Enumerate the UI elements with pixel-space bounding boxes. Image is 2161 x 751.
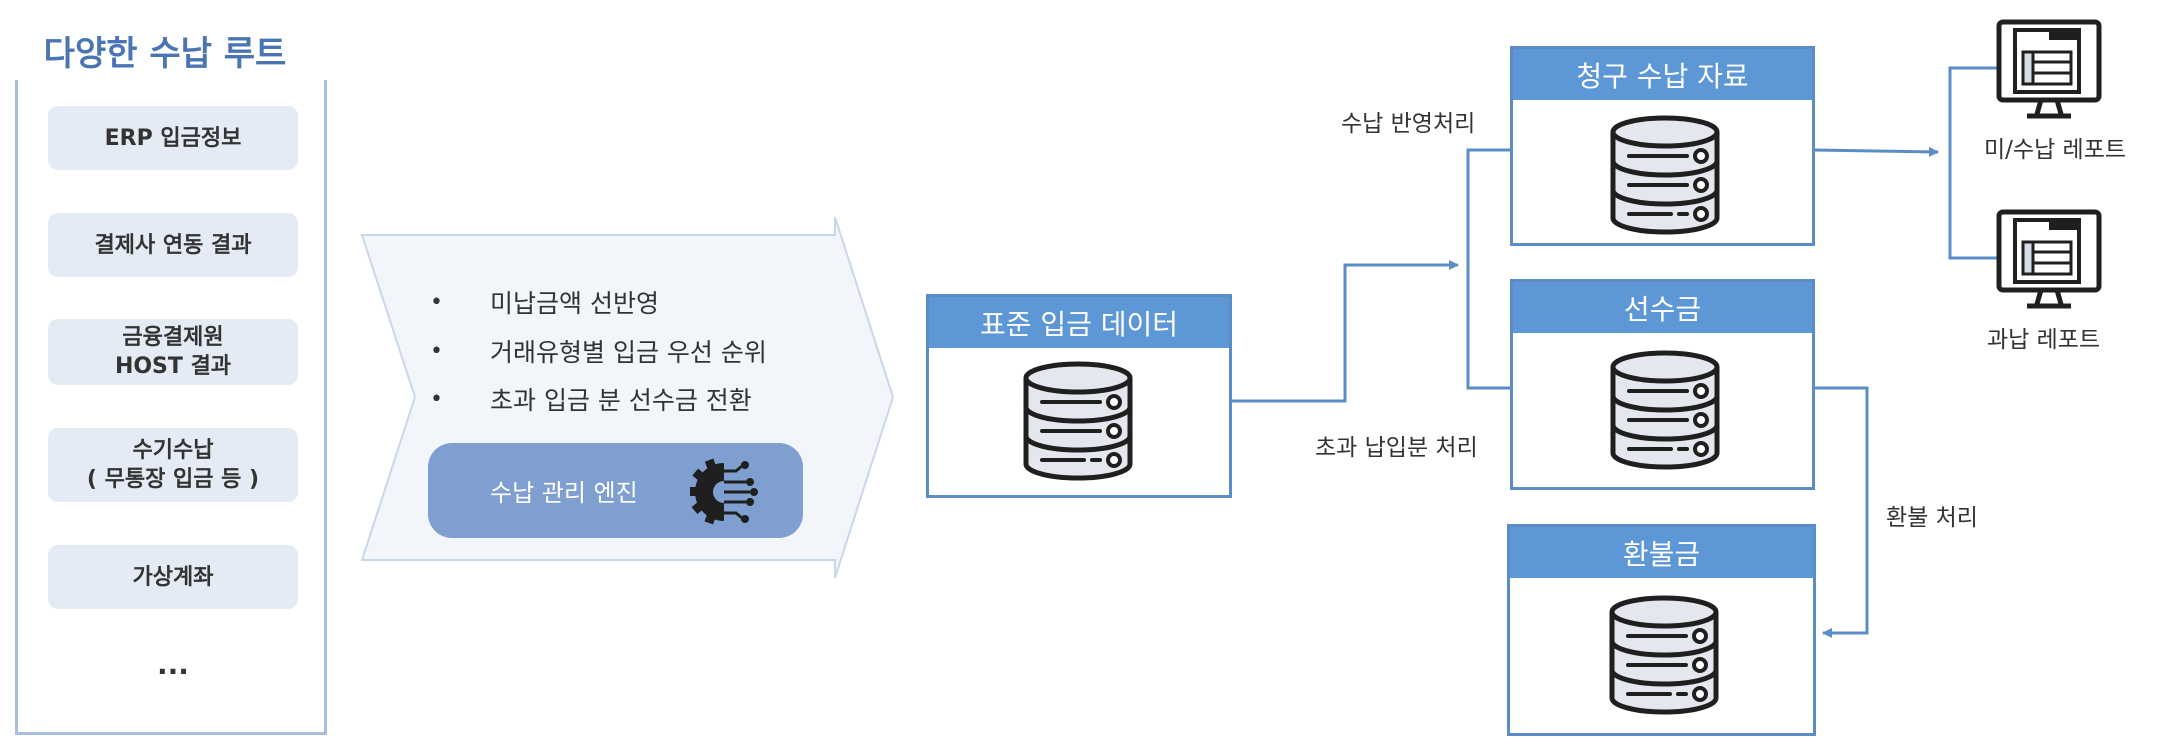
database-icon bbox=[1608, 594, 1720, 716]
report-monitor-icon bbox=[1995, 18, 2103, 122]
report-monitor-icon bbox=[1995, 208, 2103, 312]
standard-to-split-arrow bbox=[1231, 260, 1459, 403]
split-bracket bbox=[1466, 148, 1514, 390]
route-item-erp[interactable]: ERP 입금정보 bbox=[48, 106, 298, 170]
route-item-pg-result[interactable]: 결제사 연동 결과 bbox=[48, 213, 298, 277]
route-item-label: 결제사 연동 결과 bbox=[94, 232, 252, 258]
bullet-dot: • bbox=[430, 386, 443, 412]
standard-data-box: 표준 입금 데이터 bbox=[926, 294, 1232, 498]
bullet-dot: • bbox=[430, 338, 443, 364]
engine-button-label: 수납 관리 엔진 bbox=[490, 479, 638, 507]
advance-to-refund-arrow bbox=[1815, 386, 1869, 638]
route-item-label: 금융결제원 HOST 결과 bbox=[114, 325, 232, 379]
refund-box: 환불금 bbox=[1507, 524, 1816, 736]
routes-panel bbox=[15, 80, 327, 735]
box-title: 청구 수납 자료 bbox=[1513, 49, 1812, 100]
route-item-kftc-host[interactable]: 금융결제원 HOST 결과 bbox=[48, 319, 298, 385]
gear-circuit-icon bbox=[690, 458, 758, 525]
overpaid-report-label: 과납 레포트 bbox=[1987, 327, 2101, 353]
route-item-virtual-account[interactable]: 가상계좌 bbox=[48, 545, 298, 609]
bullet-text: 초과 입금 분 선수금 전환 bbox=[490, 386, 752, 415]
database-icon bbox=[1609, 114, 1721, 236]
unpaid-report-label: 미/수납 레포트 bbox=[1984, 137, 2127, 163]
reports-bracket bbox=[1948, 66, 2000, 260]
route-item-label: 수기수납 ( 무통장 입금 등 ) bbox=[86, 438, 260, 492]
routes-ellipsis: ... bbox=[157, 648, 189, 681]
box-title: 표준 입금 데이터 bbox=[929, 297, 1229, 348]
routes-title: 다양한 수납 루트 bbox=[43, 34, 287, 74]
bullet-dot: • bbox=[430, 289, 443, 315]
box-title: 환불금 bbox=[1510, 527, 1813, 578]
engine-bullet-1: • 미납금액 선반영 bbox=[430, 284, 659, 320]
apply-process-label: 수납 반영처리 bbox=[1341, 111, 1476, 137]
excess-process-label: 초과 납입분 처리 bbox=[1315, 435, 1478, 461]
route-item-label: ERP 입금정보 bbox=[104, 125, 242, 151]
refund-process-label: 환불 처리 bbox=[1886, 505, 1978, 531]
advance-payment-box: 선수금 bbox=[1510, 279, 1815, 490]
engine-button[interactable]: 수납 관리 엔진 bbox=[428, 443, 803, 538]
database-icon bbox=[1609, 349, 1721, 471]
bullet-text: 거래유형별 입금 우선 순위 bbox=[490, 338, 767, 367]
bullet-text: 미납금액 선반영 bbox=[490, 289, 659, 318]
database-icon bbox=[1022, 360, 1134, 482]
billing-data-box: 청구 수납 자료 bbox=[1510, 46, 1815, 246]
route-item-manual[interactable]: 수기수납 ( 무통장 입금 등 ) bbox=[48, 428, 298, 502]
engine-bullet-3: • 초과 입금 분 선수금 전환 bbox=[430, 381, 752, 417]
route-item-label: 가상계좌 bbox=[132, 564, 214, 590]
billing-to-reports-arrow bbox=[1814, 146, 1939, 157]
box-title: 선수금 bbox=[1513, 282, 1812, 333]
engine-bullet-2: • 거래유형별 입금 우선 순위 bbox=[430, 333, 767, 369]
